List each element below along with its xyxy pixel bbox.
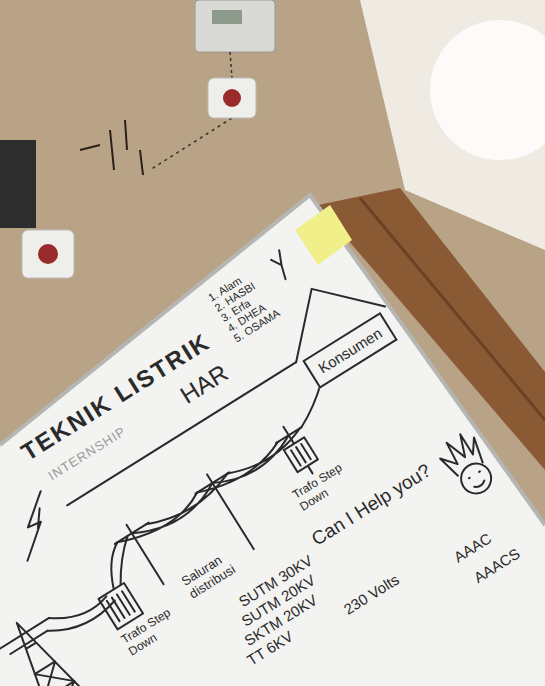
service-wire	[287, 382, 337, 427]
label-slot: 230 Volts	[341, 571, 402, 618]
socket-button	[38, 244, 58, 264]
wire	[150, 118, 232, 170]
squiggle	[269, 250, 294, 280]
marks	[80, 120, 143, 175]
label-slot: Trafo Step Down	[119, 602, 188, 659]
face-features	[469, 471, 487, 488]
distribution-wire	[197, 428, 306, 502]
sticky-note	[295, 205, 352, 265]
distribution-wire	[117, 473, 234, 553]
dark-meter	[0, 140, 36, 228]
transformer-symbol	[99, 583, 144, 629]
pole-transformer	[284, 437, 318, 472]
transmission-wire	[42, 584, 117, 643]
component-label: Trafo Step Down	[119, 602, 188, 659]
whiteboard	[0, 195, 545, 686]
transformer-fins	[291, 444, 311, 466]
node-text: Konsumen	[315, 324, 385, 377]
voltage-label: 230 Volts	[341, 571, 402, 618]
hair-doodle	[435, 429, 488, 481]
socket-button	[223, 89, 241, 107]
socket	[22, 230, 74, 278]
wire	[230, 52, 232, 78]
window-glare	[430, 20, 545, 160]
utility-pole	[207, 474, 254, 549]
consumer-box: Konsumen	[302, 312, 397, 389]
socket	[208, 78, 256, 118]
electric-meter	[195, 0, 275, 52]
whiteboard-frame	[0, 195, 545, 525]
meter-display	[212, 10, 242, 24]
transformer-fins	[107, 591, 135, 621]
face-doodle	[455, 458, 496, 499]
lightning-symbol	[0, 491, 68, 561]
